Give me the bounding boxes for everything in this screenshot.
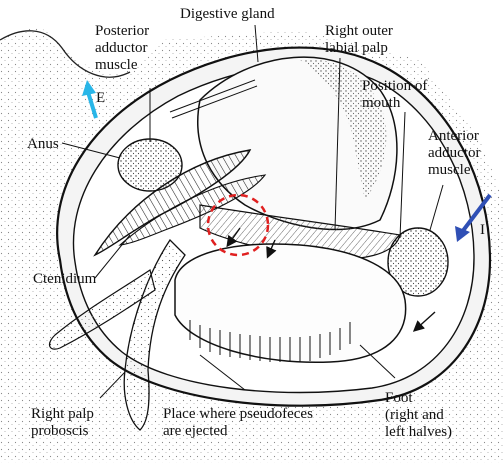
label-foot: Foot (right and left halves) — [385, 390, 452, 441]
label-ctenidium: Ctenidium — [33, 271, 96, 288]
label-anterior-adductor-muscle: Anterior adductor muscle — [428, 128, 480, 179]
label-excurrent-marker: E — [96, 90, 105, 107]
label-position-of-mouth: Position of mouth — [362, 78, 427, 112]
label-right-palp-proboscis: Right palp proboscis — [31, 406, 94, 440]
label-posterior-adductor-muscle: Posterior adductor muscle — [95, 23, 149, 74]
label-incurrent-marker: I — [480, 222, 485, 239]
label-pseudofeces: Place where pseudofeces are ejected — [163, 406, 313, 440]
label-right-outer-labial-palp: Right outer labial palp — [325, 23, 393, 57]
label-anus: Anus — [27, 136, 59, 153]
label-digestive-gland: Digestive gland — [180, 6, 275, 23]
